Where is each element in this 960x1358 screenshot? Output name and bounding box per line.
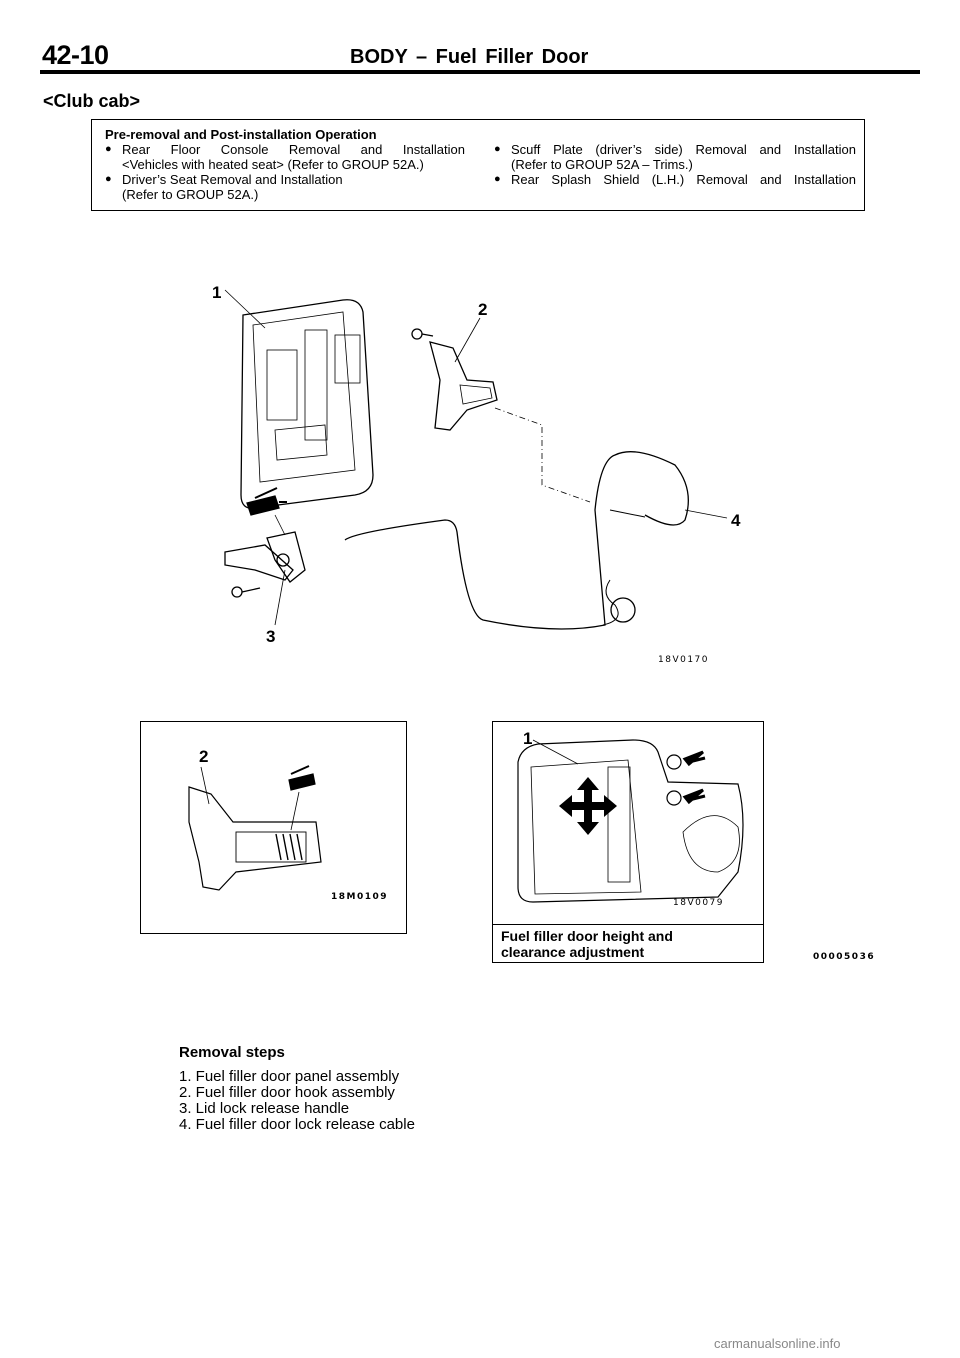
callout-1: 1 [212,283,221,302]
filler-door-panel [240,299,374,509]
removal-step: 2. Fuel filler door hook assembly [179,1084,395,1101]
panel-b-code: 18V0079 [673,898,725,908]
leader-line [684,509,728,519]
removal-step: 1. Fuel filler door panel assembly [179,1068,400,1085]
arrow-icon [682,750,706,805]
release-cable [344,451,689,630]
move-directions-icon [559,777,617,835]
operations-box: Pre-removal and Post-installation Operat… [91,119,865,211]
watermark: carmanualsonline.info [714,1336,841,1351]
exploded-view-diagram: 1 2 3 4 [212,283,741,646]
adjustment-diagram: 1 [517,729,744,903]
caption-divider [493,924,763,925]
removal-step: 4. Fuel filler door lock release cable [179,1116,415,1133]
operation-item-note: (Refer to GROUP 52A – Trims.) [511,157,693,172]
callout-4: 4 [731,511,741,530]
panel-a-code: 18M0109 [331,892,389,902]
callout-2: 2 [199,747,208,766]
operation-item: Driver’s Seat Removal and Installation [105,172,465,187]
page-title: BODY – Fuel Filler Door [350,46,589,68]
hook-detail-panel: 2 18M0109 [140,721,407,934]
operations-right-column: Scuff Plate (driver’s side) Removal and … [494,142,856,187]
bolt [411,328,434,340]
operation-item-note: (Refer to GROUP 52A.) [122,187,259,202]
hook-assembly [429,341,498,431]
figure-code-right: 00005036 [813,952,876,962]
leader-line [454,317,481,363]
operation-item: Scuff Plate (driver’s side) Removal and … [494,142,856,157]
section-label: <Club cab> [43,91,141,111]
lid-lock-release-handle [224,531,306,598]
figure-code: 18V0170 [658,655,710,665]
callout-1: 1 [523,729,532,748]
header-rule [40,70,920,74]
bolt-icon [666,754,682,806]
removal-step: 3. Lid lock release handle [179,1100,350,1117]
callout-2: 2 [478,300,487,319]
guide-line [494,407,591,503]
leader-line [274,569,286,626]
adjustment-caption: Fuel filler door height and clearance ad… [501,928,673,960]
operations-left-column: Rear Floor Console Removal and Installat… [105,142,465,202]
page-number: 42-10 [42,40,109,70]
hook-detail-diagram: 2 [188,747,322,891]
operations-heading: Pre-removal and Post-installation Operat… [105,127,377,142]
removal-steps: Removal steps 1. Fuel filler door panel … [179,1045,415,1133]
caption-line: clearance adjustment [501,944,645,960]
operation-item-note: <Vehicles with heated seat> (Refer to GR… [122,157,424,172]
callout-3: 3 [266,627,275,646]
removal-steps-heading: Removal steps [179,1044,285,1061]
operation-item: Rear Floor Console Removal and Installat… [105,142,465,157]
adjustment-detail-panel: 1 18V0079 Fuel filler door height and cl… [492,721,764,963]
grease-icon [246,487,287,536]
operation-item: Rear Splash Shield (L.H.) Removal and In… [494,172,856,187]
caption-line: Fuel filler door height and [501,928,673,944]
leader-line [224,289,266,329]
